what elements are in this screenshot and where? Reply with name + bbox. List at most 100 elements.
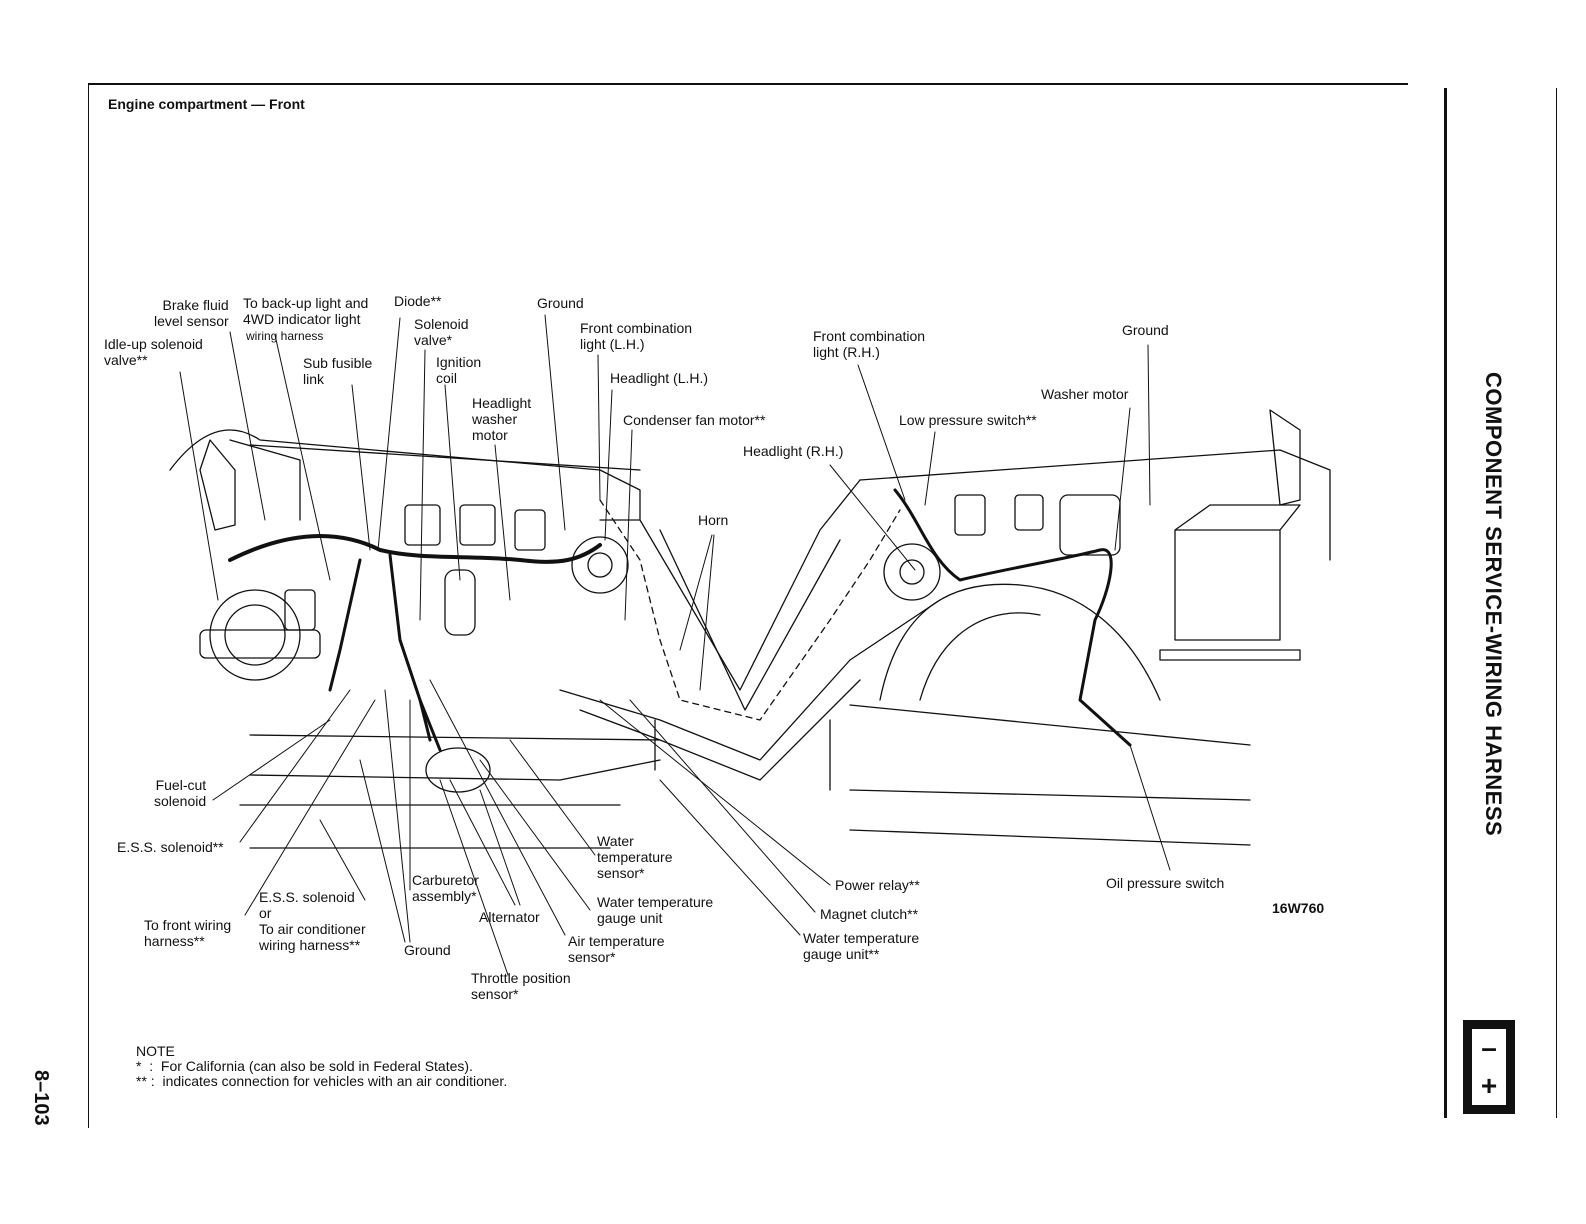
leader-20 <box>239 689 351 843</box>
label-magnet-clutch: Magnet clutch** <box>820 906 919 922</box>
label-water-temp-gauge: Water temperature gauge unit <box>597 894 714 926</box>
leader-14 <box>1147 344 1151 506</box>
label-headlight-washer-motor: Headlight washer motor <box>472 395 532 443</box>
label-ess-solenoid-or: E.S.S. solenoid or To air conditioner wi… <box>259 889 366 953</box>
v-panel-inner <box>659 529 841 711</box>
label-throttle-position-sensor: Throttle position sensor* <box>471 970 571 1002</box>
headlight-rh <box>883 543 941 601</box>
leader-9 <box>544 314 566 531</box>
label-water-temp-sensor: Water temperature sensor* <box>597 833 673 881</box>
right-opening-1 <box>954 494 986 536</box>
frame-right-rule <box>1444 88 1447 1118</box>
grille-opening-2 <box>459 504 496 546</box>
headlight-lh <box>571 536 629 594</box>
harness-dashed <box>599 499 901 721</box>
label-power-relay: Power relay** <box>835 877 920 893</box>
label-low-pressure-switch: Low pressure switch** <box>899 412 1037 428</box>
label-ground-right: Ground <box>1122 322 1169 338</box>
label-condenser-fan-motor: Condenser fan motor** <box>623 412 766 428</box>
leader-16 <box>924 431 936 506</box>
floor-line-right-2 <box>849 789 1251 801</box>
alternator-body <box>425 747 491 793</box>
note-line-2: ** : indicates connection for vehicles w… <box>136 1073 508 1089</box>
label-to-front-wiring: To front wiring harness** <box>144 917 232 949</box>
grille-opening-3 <box>514 509 546 551</box>
leader-1 <box>229 331 266 521</box>
leader-29 <box>439 779 509 976</box>
leader-15 <box>1114 407 1131 551</box>
leader-33 <box>1129 744 1171 871</box>
leader-11 <box>604 389 613 541</box>
washer-tank <box>1059 494 1121 556</box>
leader-lines <box>179 314 1171 976</box>
master-cylinder <box>199 629 321 659</box>
badge-minus: – <box>1481 1032 1497 1063</box>
leader-23 <box>359 689 411 943</box>
label-washer-motor: Washer motor <box>1041 386 1129 402</box>
note-line-1: * : For California (can also be sold in … <box>136 1058 473 1074</box>
ignition-coil-body <box>444 569 476 636</box>
left-fender <box>169 429 641 521</box>
label-wiring-harness: wiring harness <box>246 329 324 343</box>
leader-27 <box>479 759 591 911</box>
brake-booster-inner <box>224 604 286 666</box>
leader-4 <box>351 384 371 551</box>
leader-3 <box>274 334 331 581</box>
headlight-lh-inner <box>587 552 613 578</box>
main-harness <box>228 534 602 564</box>
floor-line-1 <box>249 734 661 741</box>
leader-7 <box>444 384 461 581</box>
label-horn: Horn <box>698 512 729 528</box>
label-ground-top: Ground <box>537 295 584 311</box>
floor-line-2 <box>249 759 661 781</box>
leader-26 <box>509 739 596 856</box>
label-alternator: Alternator <box>479 909 540 925</box>
leader-2 <box>179 371 219 601</box>
floor-line-center <box>654 719 831 791</box>
leader-8 <box>494 444 511 601</box>
label-diode: Diode** <box>394 293 442 309</box>
label-water-temp-gauge-ac: Water temperature gauge unit** <box>803 930 920 962</box>
label-ess-solenoid-ac: E.S.S. solenoid** <box>117 839 224 855</box>
label-brake-fluid: Brake fluid level sensor <box>154 297 229 329</box>
leader-6 <box>419 349 426 621</box>
leader-5 <box>377 317 401 551</box>
right-strut-tower <box>879 583 1161 701</box>
floor-line-right-1 <box>849 704 1251 746</box>
brake-booster <box>209 589 301 681</box>
leader-30 <box>599 699 831 886</box>
label-front-comb-lh: Front combination light (L.H.) <box>580 320 693 352</box>
right-fender-flap <box>1269 409 1301 506</box>
label-ground-bottom: Ground <box>404 942 451 958</box>
label-air-temp-sensor: Air temperature sensor* <box>568 933 665 965</box>
harness-right <box>893 488 1132 747</box>
page-title: Engine compartment — Front <box>108 96 305 112</box>
floor-line-right-3 <box>849 829 1251 846</box>
section-badge: – + <box>1463 1020 1515 1114</box>
frame-right-rule-thin <box>1556 88 1557 1118</box>
label-backup-light: To back-up light and 4WD indicator light <box>243 295 369 327</box>
leader-28 <box>429 679 566 936</box>
leader-21 <box>244 699 376 916</box>
leader-10 <box>597 354 601 501</box>
leader-31 <box>629 699 816 913</box>
front-crossmember <box>559 599 941 761</box>
right-opening-2 <box>1014 494 1044 531</box>
left-firewall <box>229 439 641 521</box>
badge-plus: + <box>1480 1070 1498 1101</box>
leader-19 <box>212 719 331 801</box>
frame-top-rule <box>88 83 1408 85</box>
harness-to-alternator <box>418 698 442 752</box>
label-front-comb-rh: Front combination light (R.H.) <box>813 328 926 360</box>
left-fender-flap <box>199 439 236 531</box>
label-ignition-coil: Ignition coil <box>436 354 482 386</box>
label-fuel-cut-solenoid: Fuel-cut solenoid <box>154 777 207 809</box>
label-headlight-lh: Headlight (L.H.) <box>610 370 709 386</box>
label-carburetor-assembly: Carburetor assembly* <box>412 872 479 904</box>
leader-22 <box>319 819 366 901</box>
label-headlight-rh: Headlight (R.H.) <box>743 443 844 459</box>
label-oil-pressure-switch: Oil pressure switch <box>1106 875 1225 891</box>
label-solenoid-valve: Solenoid valve* <box>414 316 469 348</box>
battery <box>1174 504 1301 641</box>
